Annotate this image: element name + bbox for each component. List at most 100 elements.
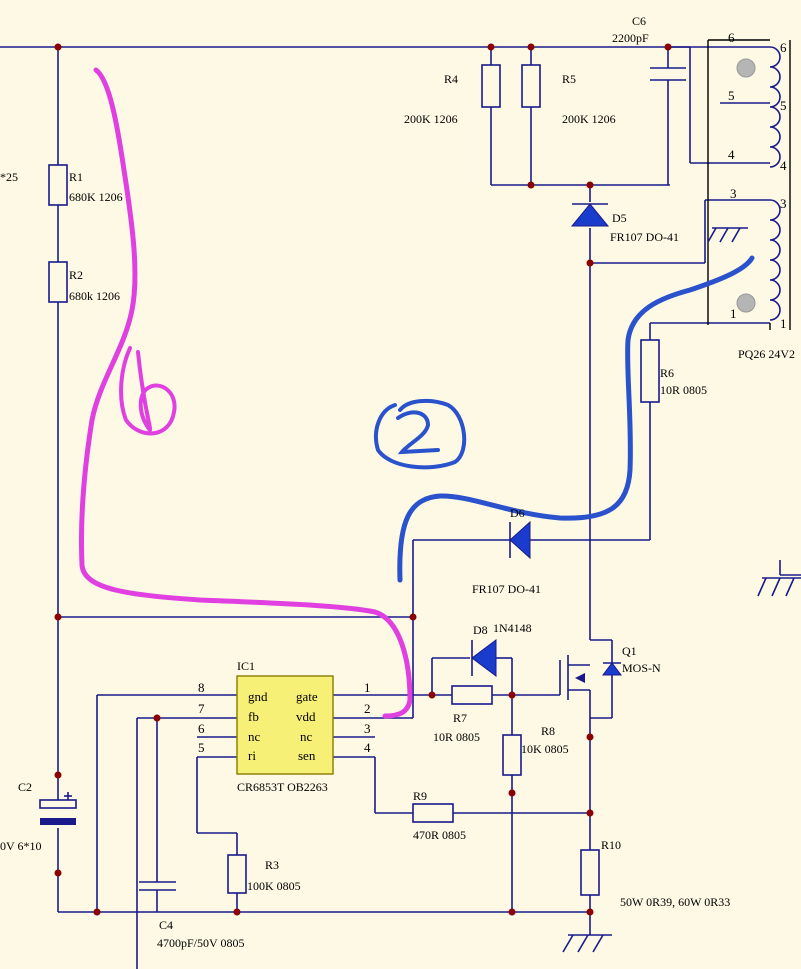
- label-q1-value: MOS-N: [622, 661, 661, 675]
- ic-pin-sen: sen: [298, 748, 316, 763]
- tx-pin-5-outer: 5: [780, 98, 787, 113]
- annotation-path-1: [78, 67, 413, 719]
- ground-bottom: [562, 934, 612, 953]
- label-c4-value: 4700pF/50V 0805: [157, 936, 244, 950]
- component-labels: C6 2200pF R4 R5 200K 1206 200K 1206 *25 …: [0, 14, 795, 950]
- ic-pin-1: 1: [364, 680, 371, 695]
- ic-pin-gate: gate: [296, 689, 318, 704]
- capacitor-c6: [650, 67, 686, 81]
- label-r5-value: 200K 1206: [562, 112, 616, 126]
- ic-pin-7: 7: [198, 701, 205, 716]
- label-r8-value: 10K 0805: [521, 742, 569, 756]
- wires: [0, 46, 801, 969]
- tx-pin-6-inner: 6: [728, 30, 735, 45]
- ic-pin-fb: fb: [248, 709, 259, 724]
- capacitor-c2: [39, 792, 77, 825]
- label-d5-value: FR107 DO-41: [610, 230, 679, 244]
- diode-d8: [471, 639, 497, 677]
- resistor-r10: [580, 849, 600, 896]
- annotation-circle-1: [119, 346, 177, 436]
- label-r6-value: 10R 0805: [660, 383, 707, 397]
- label-c2-value: 0V 6*10: [0, 839, 41, 853]
- label-r2-value: 680k 1206: [69, 289, 120, 303]
- label-transformer: PQ26 24V2: [738, 347, 795, 361]
- label-r4-value: 200K 1206: [404, 112, 458, 126]
- label-r5: R5: [562, 72, 576, 86]
- ground-aux: [707, 227, 748, 243]
- tx-pin-1-inner: 1: [730, 306, 737, 321]
- ic-pin-4: 4: [364, 740, 371, 755]
- tx-pin-4-inner: 4: [728, 147, 735, 162]
- resistors: [48, 64, 660, 896]
- ic-pin-5: 5: [198, 740, 205, 755]
- ic-pin-ri: ri: [248, 748, 256, 763]
- label-edge-25: *25: [0, 170, 18, 184]
- label-d8-value: 1N4148: [493, 621, 532, 635]
- label-r3: R3: [265, 858, 279, 872]
- tx-pin-5-inner: 5: [728, 88, 735, 103]
- tx-pin-1-outer: 1: [780, 316, 787, 331]
- label-r9: R9: [413, 789, 427, 803]
- label-r6: R6: [660, 366, 674, 380]
- tx-pin-6-outer: 6: [780, 40, 787, 55]
- label-r1: R1: [69, 170, 83, 184]
- ground-symbols: [562, 227, 801, 953]
- annotation-path-2: [397, 255, 755, 583]
- diode-d6: [509, 520, 531, 560]
- resistor-r3: [227, 854, 247, 894]
- label-r7-value: 10R 0805: [433, 730, 480, 744]
- transformer-pq26: [707, 39, 791, 330]
- mos-arrow: [575, 673, 585, 683]
- diodes: [471, 203, 622, 683]
- label-c6-value: 2200pF: [612, 31, 649, 45]
- ic1-chip: [236, 675, 334, 775]
- ic-pin-nc-right: nc: [300, 729, 313, 744]
- tx-pin-3-outer: 3: [780, 196, 787, 211]
- ic-pin-8: 8: [198, 680, 205, 695]
- resistor-r9: [412, 803, 454, 823]
- resistor-r1: [48, 164, 68, 206]
- ic1-pins: 8 7 6 5 gnd fb nc ri 1 2 3 4 gate vdd nc…: [198, 680, 371, 763]
- ic-pin-6: 6: [198, 721, 205, 736]
- tx-pin-3-inner: 3: [730, 186, 737, 201]
- label-d6: D6: [510, 506, 525, 520]
- label-ic1: IC1: [237, 659, 255, 673]
- label-c6: C6: [632, 14, 646, 28]
- resistor-r6: [640, 339, 660, 403]
- resistor-r4: [481, 64, 501, 108]
- label-d5: D5: [612, 211, 627, 225]
- ic-pin-gnd: gnd: [248, 689, 268, 704]
- label-r8: R8: [541, 724, 555, 738]
- label-r3-value: 100K 0805: [247, 879, 301, 893]
- ground-right: [757, 577, 801, 597]
- label-c2: C2: [18, 780, 32, 794]
- annotation-circle-2: [374, 398, 467, 470]
- ic-pin-2: 2: [364, 701, 371, 716]
- ic-pin-nc-left: nc: [248, 729, 261, 744]
- capacitors: [39, 67, 686, 891]
- tx-pin-4-outer: 4: [780, 158, 787, 173]
- label-ic1-value: CR6853T OB2263: [237, 780, 328, 794]
- diode-d5: [570, 203, 610, 227]
- label-d8: D8: [473, 623, 488, 637]
- resistor-r5: [521, 64, 541, 108]
- label-c4: C4: [159, 918, 173, 932]
- transformer-pin-labels: 6 5 4 3 1 6 5 4 3 1: [728, 30, 787, 331]
- diode-q1-body: [602, 662, 622, 676]
- label-r10-value: 50W 0R39, 60W 0R33: [620, 895, 730, 909]
- junctions: [54, 43, 672, 916]
- label-q1: Q1: [622, 644, 637, 658]
- ic-pin-vdd: vdd: [296, 709, 316, 724]
- capacitor-c4: [139, 881, 176, 891]
- label-r1-value: 680K 1206: [69, 190, 123, 204]
- label-r10: R10: [601, 838, 621, 852]
- resistor-r7: [451, 685, 493, 705]
- label-d6-value: FR107 DO-41: [472, 582, 541, 596]
- ic-pin-3: 3: [364, 721, 371, 736]
- label-r7: R7: [453, 711, 467, 725]
- label-r9-value: 470R 0805: [413, 828, 466, 842]
- resistor-r8: [502, 734, 522, 776]
- label-r2: R2: [69, 268, 83, 282]
- label-r4: R4: [444, 72, 458, 86]
